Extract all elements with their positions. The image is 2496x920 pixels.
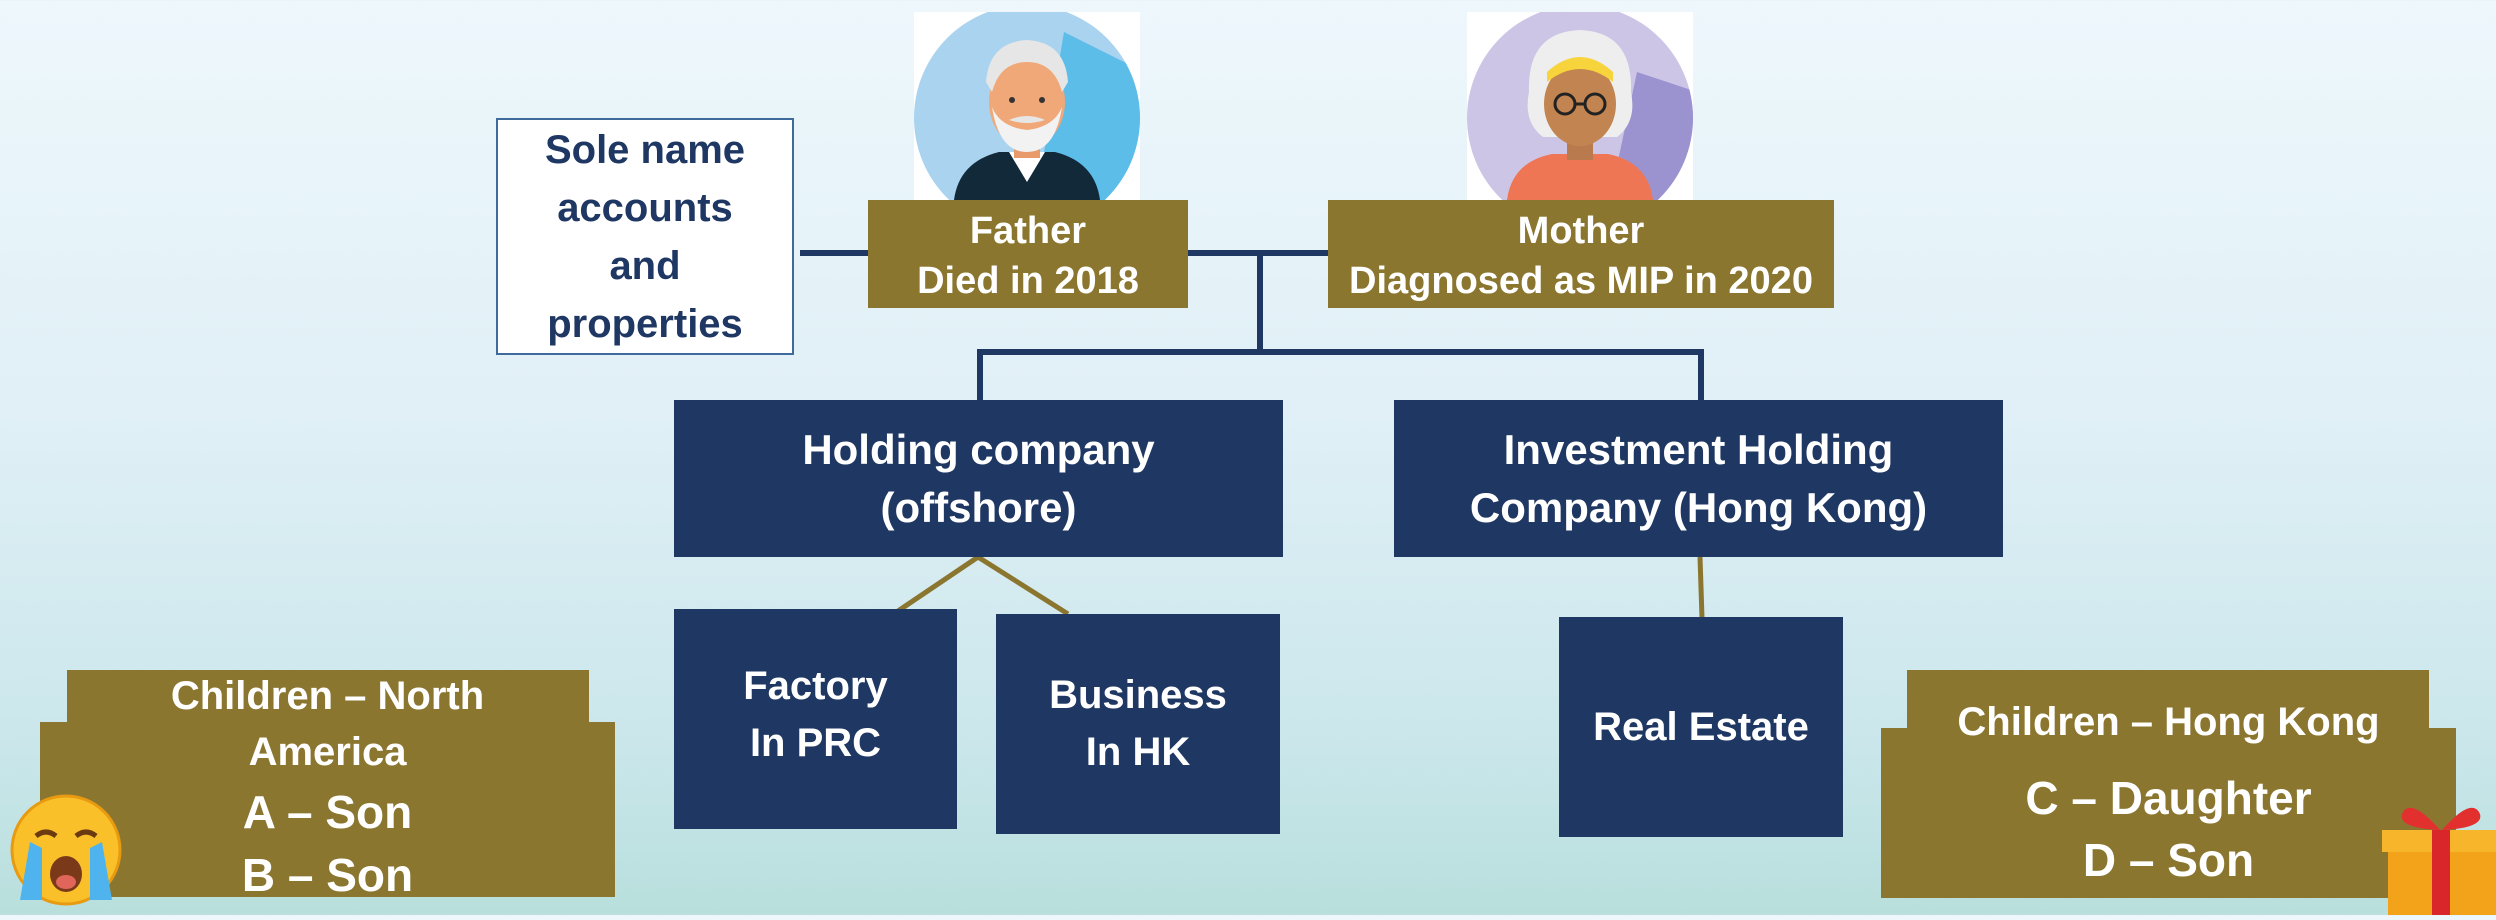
mother-status: Diagnosed as MIP in 2020 [1349, 260, 1813, 302]
real-estate-box: Real Estate [1559, 617, 1843, 837]
children-na-box [40, 722, 615, 897]
children-hk-text: Children – Hong Kong C – Daughter D – So… [1881, 694, 2456, 909]
children-na-child-a: A – Son [242, 786, 413, 838]
father-avatar [914, 5, 1140, 231]
children-hk-title: Children – Hong Kong [1957, 700, 2380, 744]
mother-box: Mother Diagnosed as MIP in 2020 [1328, 200, 1834, 308]
father-box: Father Died in 2018 [868, 200, 1188, 308]
sole-name-line: Sole name [544, 127, 746, 172]
children-na-text: Children – North America A – Son B – Son [40, 668, 615, 908]
children-na-title1: Children – North [170, 674, 485, 718]
investment-hk-line2: Company (Hong Kong) [1469, 483, 1928, 531]
children-hk-box [1881, 728, 2456, 898]
father-status: Died in 2018 [917, 260, 1139, 302]
children-hk-top-band [1907, 670, 2429, 732]
real-estate-label: Real Estate [1593, 704, 1809, 749]
factory-line1: Factory [743, 664, 888, 708]
children-hk-child-c: C – Daughter [2025, 772, 2312, 824]
mother-label: Mother [1517, 210, 1645, 252]
business-hk-box: Business In HK [996, 614, 1280, 834]
factory-prc-box: Factory In PRC [674, 609, 957, 829]
sole-name-line: properties [547, 301, 743, 346]
children-na-child-b: B – Son [241, 849, 414, 901]
sole-name-line: accounts [557, 185, 733, 230]
factory-line2: In PRC [749, 721, 882, 765]
business-line2: In HK [1085, 730, 1191, 774]
children-na-title2: America [248, 730, 407, 774]
crying-face-icon [8, 792, 124, 908]
mother-avatar [1467, 5, 1693, 231]
children-hk-child-d: D – Son [2082, 834, 2255, 886]
holding-offshore-line2: (offshore) [880, 483, 1077, 531]
connector-offshore-business [976, 554, 1070, 617]
investment-hk-line1: Investment Holding [1503, 425, 1894, 473]
gift-icon [2380, 796, 2496, 915]
sole-name-box: Sole name accounts and properties [496, 118, 794, 355]
holding-offshore-line1: Holding company [802, 425, 1155, 473]
sole-name-line: and [609, 243, 681, 288]
holding-company-offshore-box: Holding company (offshore) [674, 400, 1283, 557]
investment-holding-hk-box: Investment Holding Company (Hong Kong) [1394, 400, 2003, 557]
children-na-top-band [67, 670, 589, 730]
connector-offshore-factory [896, 554, 980, 614]
father-label: Father [969, 210, 1087, 252]
connector-investment-realestate [1697, 556, 1705, 619]
business-line1: Business [1049, 673, 1227, 717]
